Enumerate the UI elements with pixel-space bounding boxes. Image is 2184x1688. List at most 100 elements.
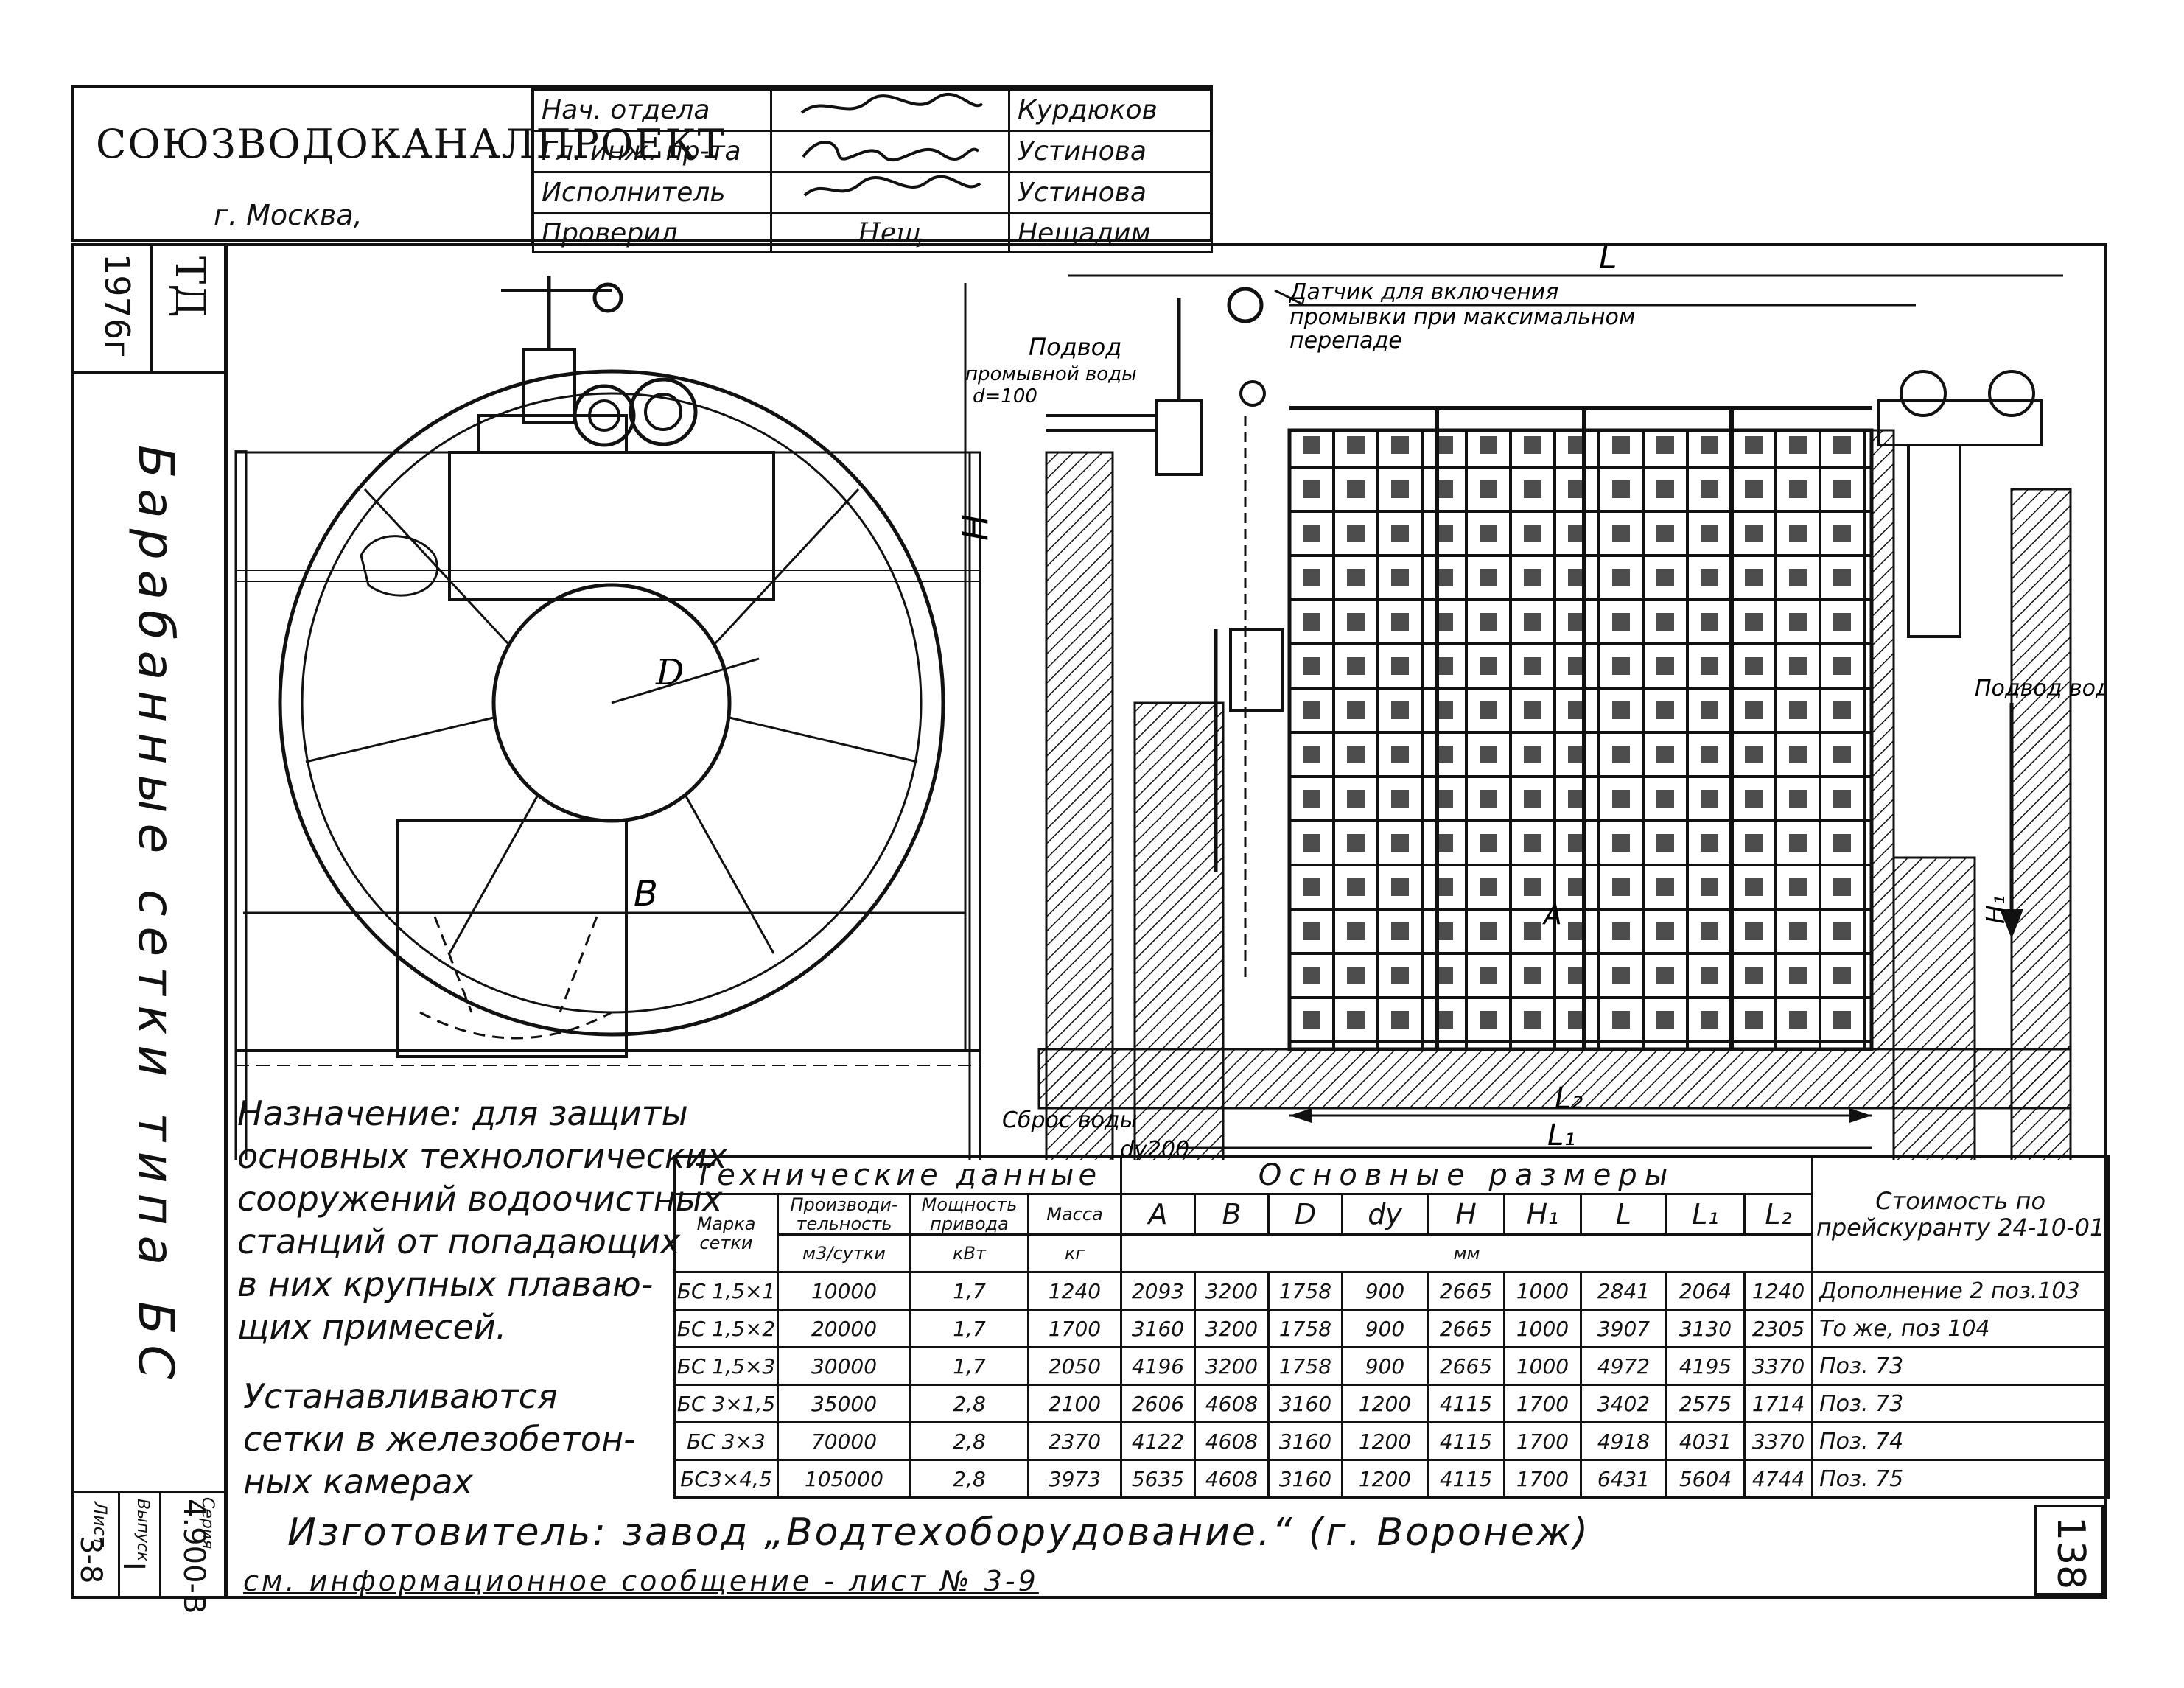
sensor-icon <box>1227 287 1264 323</box>
cell-dim: 4196 <box>1120 1346 1196 1386</box>
valve-body <box>522 348 576 424</box>
cell-dim: 1000 <box>1503 1346 1582 1386</box>
cell-dim: 4122 <box>1120 1421 1196 1461</box>
signature-scribble-3 <box>803 175 981 197</box>
dim-col-A: A <box>1120 1193 1196 1236</box>
cell-dim: 1000 <box>1503 1271 1582 1311</box>
cell-mark: БС 1,5×2 <box>673 1309 779 1348</box>
purpose-note: Назначение: для защиты основных технолог… <box>237 1092 727 1348</box>
water-inlet-label: Подвод воды <box>1975 676 2104 701</box>
dim-H-label: H <box>955 514 996 541</box>
drive-housing <box>1907 444 1961 638</box>
table-header-row: Технические данные Основные размеры Стои… <box>673 1155 2110 1273</box>
purpose-line: щих примесей. <box>237 1307 507 1347</box>
cell-mass: 2100 <box>1027 1384 1122 1423</box>
motor-icon <box>1988 370 2035 417</box>
sheet-number: 138 <box>2048 1516 2093 1590</box>
technical-data-table: Технические данные Основные размеры Стои… <box>673 1155 2110 1499</box>
cell-cost: Поз. 75 <box>1811 1459 2110 1499</box>
list-cell: Лист 3-8 <box>74 1491 120 1599</box>
approval-role: Исполнитель <box>532 171 772 214</box>
cell-capacity: 70000 <box>777 1421 911 1461</box>
cell-capacity: 20000 <box>777 1309 911 1348</box>
cell-dim: 1000 <box>1503 1309 1582 1348</box>
chamber-wall-left <box>234 450 248 1160</box>
install-line: Устанавливаются <box>243 1376 558 1416</box>
cell-dim: 4608 <box>1194 1384 1270 1423</box>
cell-capacity: 10000 <box>777 1271 911 1311</box>
signature-text: Нещ <box>770 212 1010 253</box>
dim-D-label: D <box>655 652 684 693</box>
cell-dim: 2665 <box>1427 1271 1505 1311</box>
flush-label-d: d=100 <box>973 385 1037 407</box>
sensor-label-line-2: промывки при максимальном <box>1289 304 1635 330</box>
purpose-line: сооружений водоочистных <box>237 1179 723 1219</box>
cell-dim: 3160 <box>1267 1421 1343 1461</box>
right-wall <box>2010 488 2072 1160</box>
purpose-line: станций от попадающих <box>237 1222 681 1261</box>
sheet-number-box: 138 <box>2034 1505 2104 1596</box>
flush-label-line-1: Подвод <box>1029 333 1121 361</box>
dim-col-D: D <box>1267 1193 1343 1236</box>
cell-dim: 3200 <box>1194 1346 1270 1386</box>
cell-dim: 2093 <box>1120 1271 1196 1311</box>
cell-capacity: 35000 <box>777 1384 911 1423</box>
flush-label-line-2: промывной воды <box>965 363 1137 385</box>
cell-dim: 1700 <box>1503 1459 1582 1499</box>
cell-dim: 4608 <box>1194 1421 1270 1461</box>
cell-dim: 1700 <box>1503 1421 1582 1461</box>
cell-dim: 4608 <box>1194 1459 1270 1499</box>
cell-dim: 5635 <box>1120 1459 1196 1499</box>
code-cell: ТД <box>150 246 224 374</box>
vypusk-label: Выпуск <box>133 1499 152 1562</box>
approval-role: Проверил <box>532 212 772 253</box>
col-mark: Марка сетки <box>673 1193 779 1273</box>
cell-dim: 3200 <box>1194 1271 1270 1311</box>
drum-screen-panel <box>1287 428 1874 1051</box>
dimensions-header: Основные размеры <box>1119 1155 1814 1195</box>
cell-dim: 1758 <box>1267 1309 1343 1348</box>
dim-A-label: A <box>1542 900 1562 931</box>
cell-dim: 1700 <box>1503 1384 1582 1423</box>
cell-dim: 2665 <box>1427 1346 1505 1386</box>
col-capacity: Производи-тельность <box>777 1193 911 1236</box>
list-value: 3-8 <box>74 1535 108 1584</box>
motor-wheel-icon <box>629 377 698 446</box>
dim-col-dy: dy <box>1341 1193 1429 1236</box>
cell-capacity: 30000 <box>777 1346 911 1386</box>
cell-dim: 4744 <box>1743 1459 1814 1499</box>
cell-dim: 4972 <box>1580 1346 1667 1386</box>
purpose-line: Назначение: для защиты <box>237 1093 688 1133</box>
tech-data-header: Технические данные <box>673 1155 1122 1195</box>
cell-dim: 6431 <box>1580 1459 1667 1499</box>
cell-power: 1,7 <box>909 1346 1029 1386</box>
cell-cost: То же, поз 104 <box>1811 1309 2110 1348</box>
signature <box>770 171 1010 214</box>
chamber-slab <box>1037 1048 2072 1110</box>
install-line: сетки в железобетон- <box>243 1419 636 1459</box>
unit-power: кВт <box>909 1233 1029 1273</box>
cell-dim: 3160 <box>1267 1384 1343 1423</box>
dim-col-H1: H₁ <box>1503 1193 1582 1236</box>
chamber-wall-right <box>968 451 981 1160</box>
cell-dim: 2665 <box>1427 1309 1505 1348</box>
signature <box>770 130 1010 173</box>
signature <box>770 88 1010 132</box>
cell-dim: 4031 <box>1665 1421 1746 1461</box>
cell-power: 2,8 <box>909 1459 1029 1499</box>
reference-line: см. информационное сообщение - лист № 3-… <box>243 1565 1039 1597</box>
cell-dim: 3370 <box>1743 1346 1814 1386</box>
cell-power: 2,8 <box>909 1421 1029 1461</box>
cell-dim: 900 <box>1341 1271 1429 1311</box>
dim-B-label: B <box>634 873 658 914</box>
cell-power: 1,7 <box>909 1271 1029 1311</box>
cell-mark: БС3×4,5 <box>673 1459 779 1499</box>
cell-dim: 1200 <box>1341 1459 1429 1499</box>
table-unit-row: м3/сутки кВт кг мм <box>675 1233 2109 1273</box>
sensor-label-line-1: Датчик для включения <box>1288 279 1558 305</box>
outlet-wall <box>1892 856 1976 1160</box>
cell-dim: 4115 <box>1427 1421 1505 1461</box>
